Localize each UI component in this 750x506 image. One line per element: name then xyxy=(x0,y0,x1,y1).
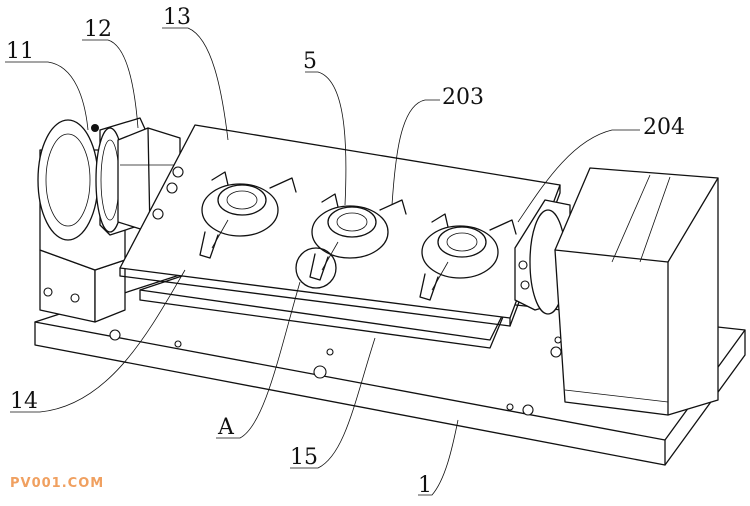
label-15: 15 xyxy=(290,445,318,470)
label-1: 1 xyxy=(418,473,432,498)
label-203: 203 xyxy=(442,85,484,110)
right-drive-unit xyxy=(514,167,719,416)
fixture-left xyxy=(199,171,297,259)
label-204: 204 xyxy=(643,115,685,140)
fixture-right xyxy=(419,213,517,301)
label-a: A xyxy=(217,415,235,440)
label-13: 13 xyxy=(163,5,191,30)
label-11: 11 xyxy=(6,39,34,64)
reference-labels: 11 12 13 5 203 204 14 A 15 1 xyxy=(6,5,685,498)
leader-lines xyxy=(5,27,640,496)
label-5: 5 xyxy=(303,49,317,74)
label-14: 14 xyxy=(10,389,38,414)
label-12: 12 xyxy=(84,17,112,42)
watermark: PV001.COM xyxy=(10,476,104,491)
fixture-middle xyxy=(309,193,407,281)
detail-circle-a xyxy=(295,247,337,289)
